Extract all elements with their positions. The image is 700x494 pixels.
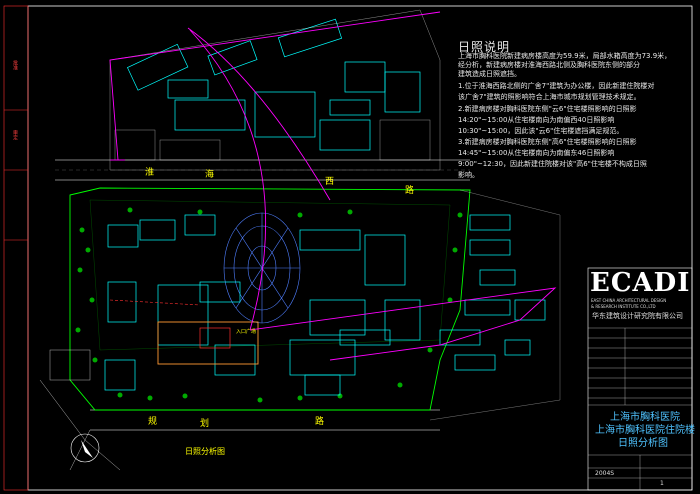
- note-line: 建筑造成日照遮挡。: [458, 70, 521, 78]
- note-line: 该广舍7"建筑的照影响符合上海市城市规划管理技术规定。: [458, 93, 641, 101]
- note-line: 14:45"~15:00从住宅楼南向为南偏东46日照影响: [458, 149, 615, 157]
- road-label-char: 规: [148, 417, 158, 427]
- gate-label: 入口广场: [236, 329, 257, 335]
- shadow-analysis-lines: [109, 11, 557, 361]
- note-line: 1.位于淮海西路北侧的广舍7"建筑为办公楼，因此新建住院楼对: [458, 82, 655, 90]
- note-line: 3.新建病房楼对胸科医院东侧"高6"住宅楼照影响的日照影: [458, 138, 637, 146]
- north-buildings: [126, 18, 421, 151]
- north-arrow-icon: [70, 433, 100, 463]
- company-name: 华东建筑设计研究院有限公司: [592, 312, 683, 320]
- road-label-char: 路: [405, 186, 415, 196]
- road-label-char: 路: [315, 417, 325, 427]
- note-line: 9:00"~12:30，因此新建住院楼对该"高6"住宅楼不构成日照: [458, 160, 647, 168]
- map-caption: 日照分析图: [185, 447, 225, 456]
- road-label-char: 西: [325, 177, 335, 187]
- hospital-buildings: [104, 214, 421, 396]
- side-label: 批准: [12, 60, 18, 70]
- trees: [75, 207, 463, 403]
- central-garden: [223, 212, 301, 324]
- sheet-number: 1: [660, 480, 664, 487]
- note-line: 14:20"~15:00从住宅楼南向为南偏西40日照影响: [458, 116, 615, 124]
- site-boundary: [69, 187, 471, 411]
- ecadi-logo: ECADI: [590, 268, 691, 298]
- note-line: 经分析，新建病房楼对淮海西路北侧及胸科医院东侧的部分: [458, 61, 640, 69]
- side-label: 审定: [12, 130, 18, 140]
- logo-subtitle: & RESEARCH INSTITUTE CO.,LTD: [591, 304, 656, 309]
- logo-subtitle: EAST CHINA ARCHITECTURAL DESIGN: [591, 298, 667, 303]
- drawing-number: 2004S: [595, 470, 615, 477]
- left-strip: [3, 5, 29, 491]
- road-label-char: 划: [200, 419, 210, 429]
- project-title-2: 上海市胸科医院住院楼: [595, 425, 695, 436]
- note-line: 影响。: [458, 171, 479, 179]
- note-line: 上海市胸科医院新建病房楼高度为59.9米，局部水箱高度为73.9米，: [458, 52, 672, 60]
- note-line: 10:30"~15:00，因此该"云6"住宅楼遮挡满足规范。: [458, 127, 624, 135]
- road-label-char: 淮: [145, 168, 155, 178]
- road-label-char: 海: [205, 170, 215, 180]
- new-ward-building: [157, 321, 259, 365]
- drawing-title: 日照分析图: [618, 438, 668, 449]
- notes-title: 日照说明: [458, 40, 511, 54]
- east-residential: [439, 214, 546, 371]
- project-title-1: 上海市胸科医院: [610, 412, 680, 423]
- note-line: 2.新建病房楼对胸科医院东侧"云6"住宅楼照影响的日照影: [458, 105, 637, 113]
